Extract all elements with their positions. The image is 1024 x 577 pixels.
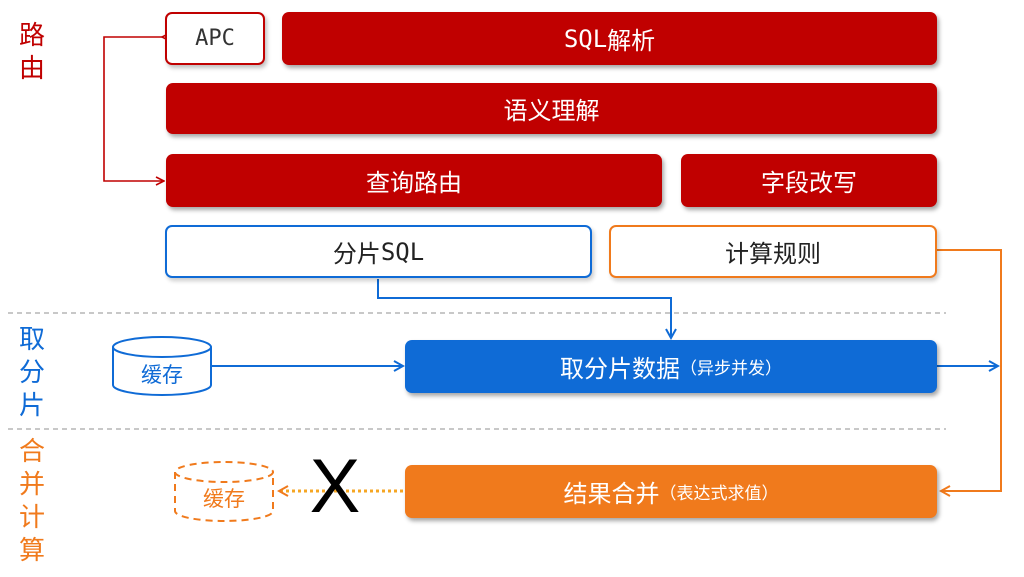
side-label-fetch: 取 分 片 [17, 324, 47, 423]
apc-box: APC [165, 12, 265, 65]
side-label-route-char: 由 [18, 54, 45, 84]
cache-top-label: 缓存 [141, 363, 183, 387]
side-label-merge-char: 并 [18, 470, 45, 500]
sql-parse-suffix: 解析 [607, 27, 656, 55]
cache-cylinder-bottom-top [174, 461, 274, 483]
merge-box: 结果合并（表达式求值） [405, 465, 937, 518]
side-label-merge-char: 算 [18, 536, 45, 566]
cross-mark: X [309, 444, 361, 529]
shard-sql-to-fetch-arrow [377, 279, 671, 338]
side-label-merge-char: 合 [18, 437, 45, 467]
side-label-fetch-char: 分 [18, 358, 45, 388]
shard-sql-prefix: 分片 [332, 240, 381, 268]
merge-main: 结果合并 [563, 480, 660, 508]
semantic-box: 语义理解 [166, 83, 937, 134]
compute-rule-label: 计算规则 [725, 240, 821, 268]
side-label-route-char: 路 [18, 21, 45, 51]
query-route-label: 查询路由 [366, 169, 462, 197]
compute-rule-to-merge-arrow [937, 249, 1002, 491]
merge-note: （表达式求值） [659, 484, 779, 504]
cache-cylinder-bottom-side [174, 472, 274, 522]
route-bracket-arrow [103, 37, 163, 181]
query-route-box: 查询路由 [166, 154, 662, 207]
field-rewrite-label: 字段改写 [761, 169, 857, 197]
cache-cylinder-top-rim [112, 346, 212, 358]
fetch-shard-main: 取分片数据 [560, 355, 680, 383]
side-label-fetch-char: 取 [18, 325, 45, 355]
field-rewrite-box: 字段改写 [681, 154, 937, 207]
cache-cylinder-top-side [112, 347, 212, 396]
side-label-route: 路 由 [17, 20, 47, 86]
fetch-shard-note: （异步并发） [680, 359, 782, 379]
semantic-label: 语义理解 [503, 97, 600, 125]
side-label-merge: 合 并 计 算 [17, 436, 47, 568]
shard-sql-suffix: SQL [380, 237, 425, 266]
compute-rule-box: 计算规则 [609, 225, 937, 278]
apc-label: APC [195, 26, 235, 51]
sql-parse-prefix: SQL [563, 24, 608, 53]
cache-bottom-label: 缓存 [203, 487, 245, 511]
side-label-fetch-char: 片 [18, 391, 45, 421]
fetch-shard-box: 取分片数据（异步并发） [405, 340, 937, 393]
side-label-merge-char: 计 [18, 503, 45, 533]
